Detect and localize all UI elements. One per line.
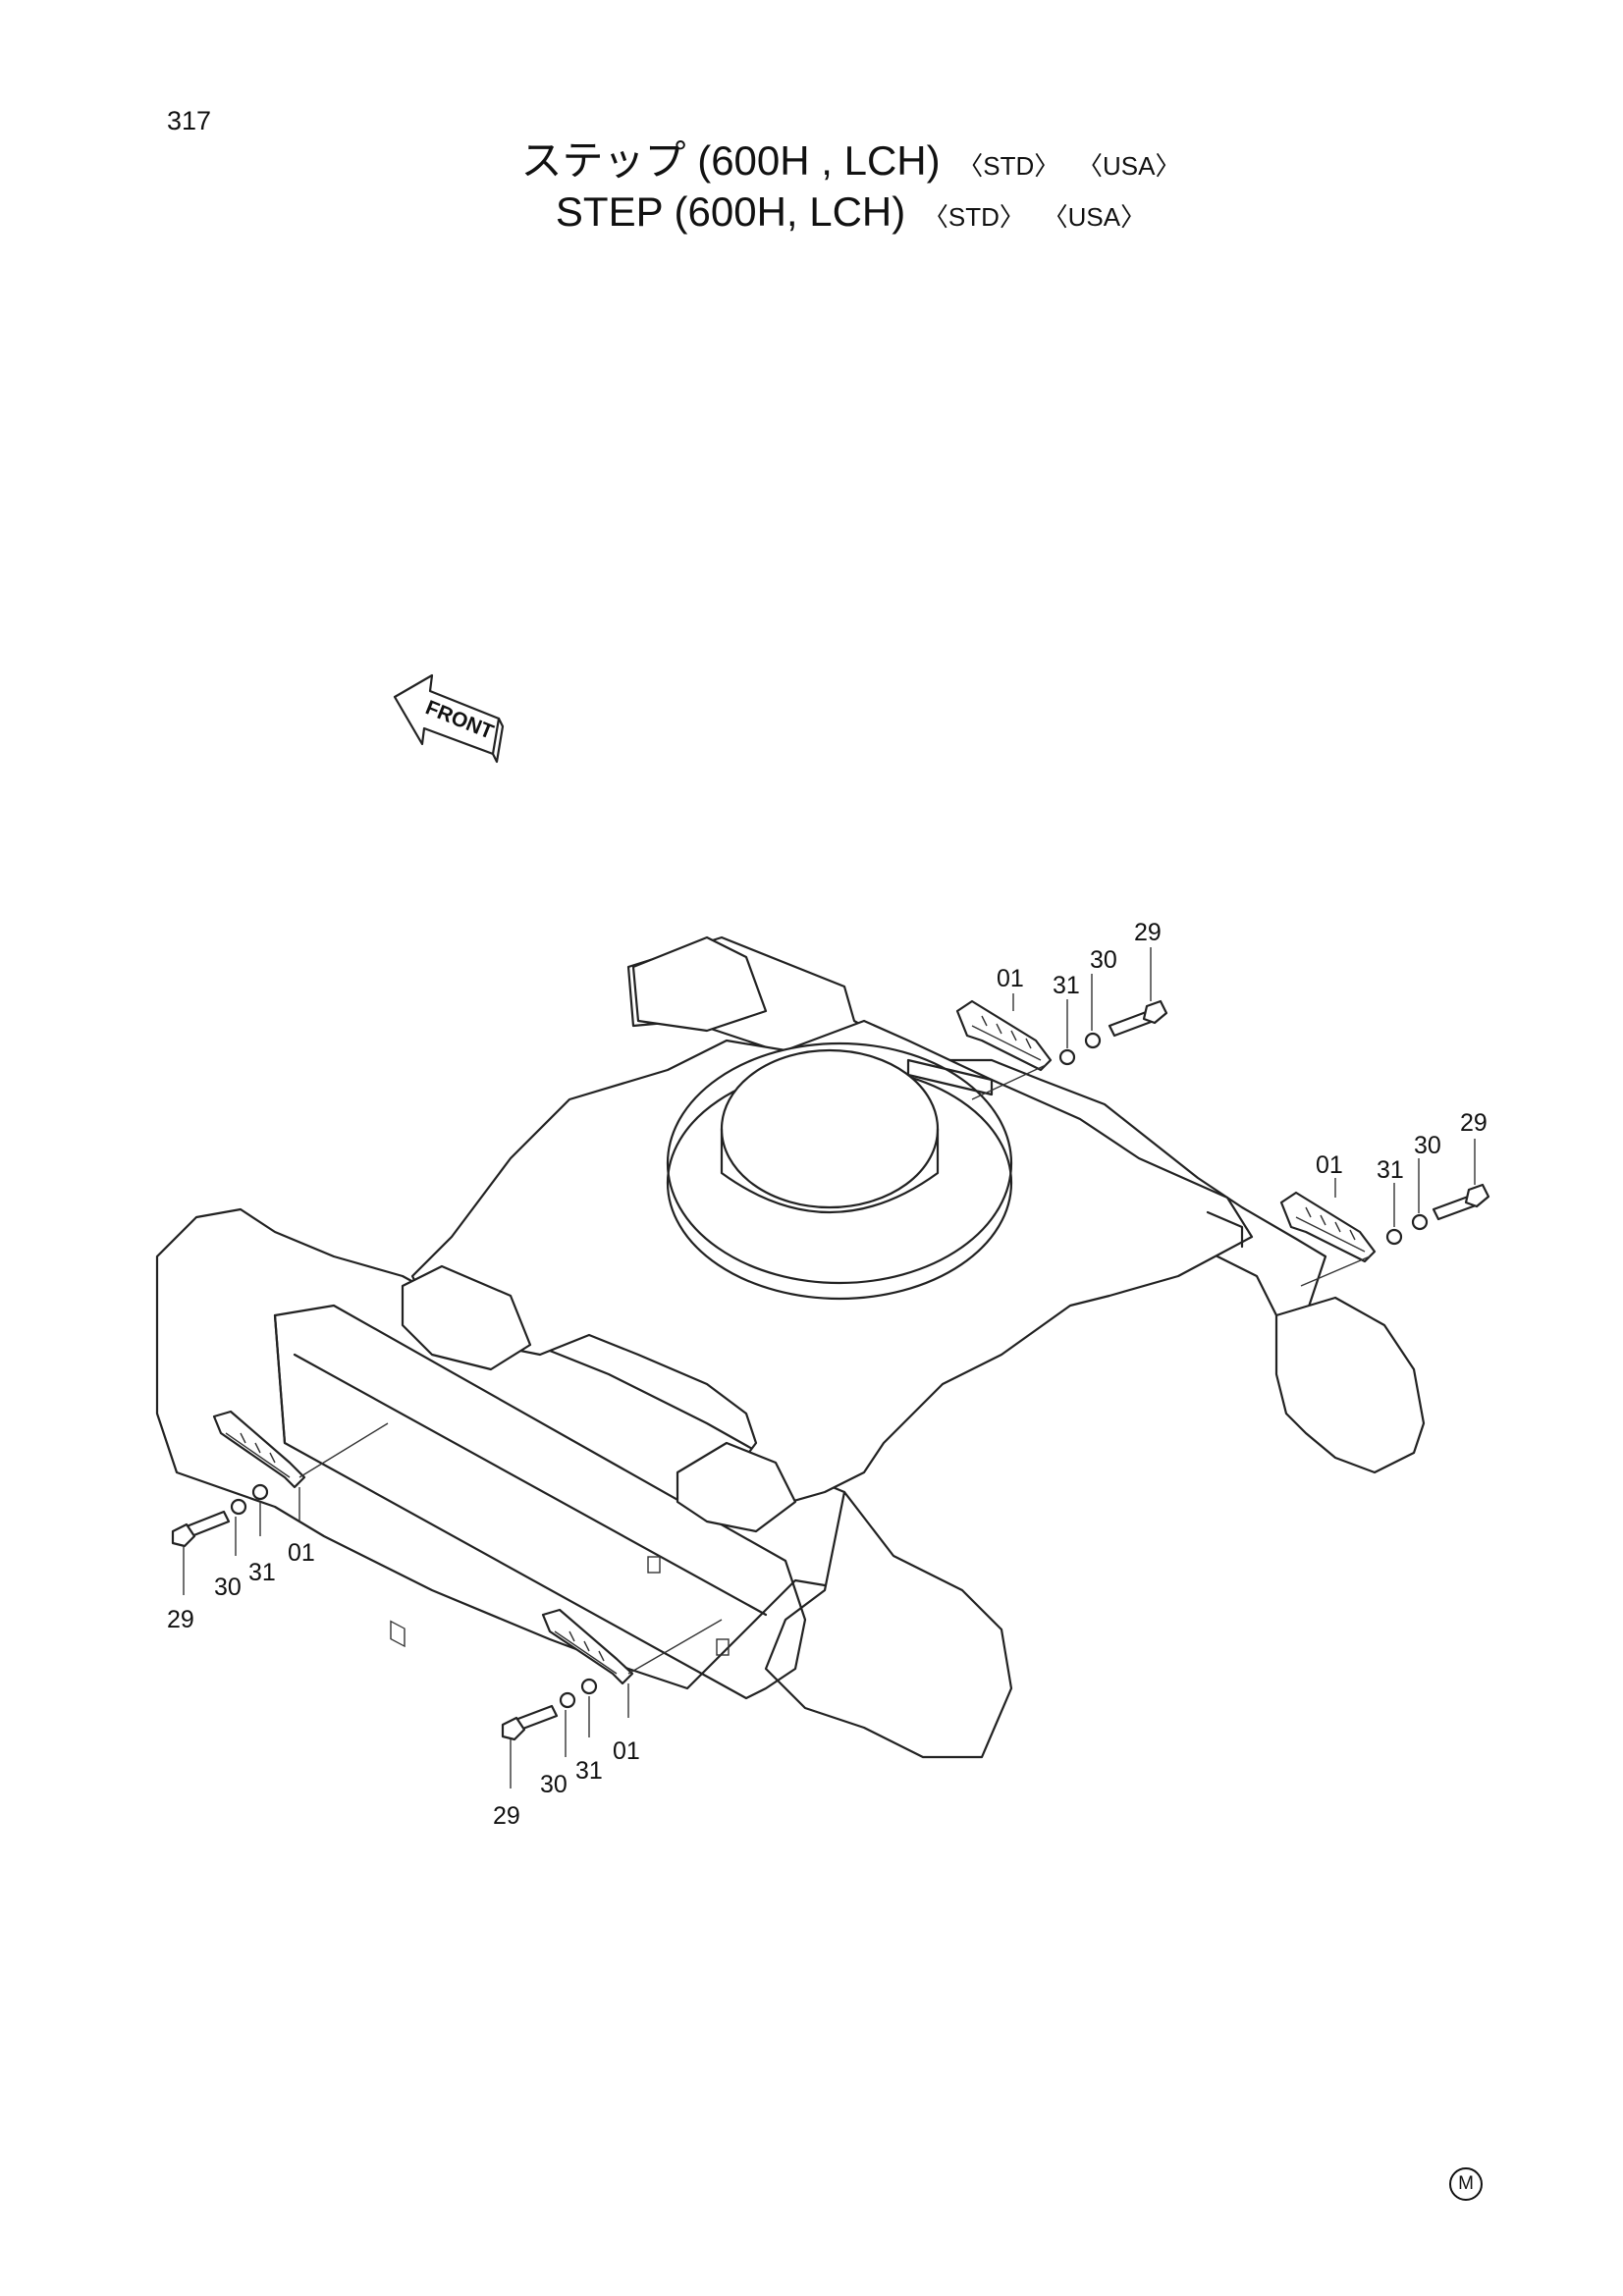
page-number: 317	[167, 106, 212, 135]
title-jp-text: ステップ (600H , LCH)	[520, 137, 941, 184]
std-tag: 〈STD〉	[922, 202, 1025, 232]
page-title-japanese: ステップ (600H , LCH) 〈STD〉 〈USA〉	[0, 128, 1623, 187]
callout-30: 30	[540, 1771, 568, 1798]
callout-29: 29	[1460, 1109, 1488, 1137]
step-bracket	[541, 1608, 634, 1685]
callout-01: 01	[1316, 1151, 1343, 1179]
step-bracket	[212, 1410, 306, 1489]
registered-mark-icon: M	[1449, 2167, 1483, 2201]
bolt-icon	[171, 1510, 231, 1548]
washer-icon	[1411, 1213, 1429, 1231]
callout-01: 01	[613, 1737, 640, 1765]
callout-31: 31	[575, 1757, 603, 1785]
washer-icon	[1084, 1032, 1102, 1049]
spring-washer-icon	[559, 1691, 576, 1709]
callout-01: 01	[997, 965, 1024, 992]
step-group-rear-left: 29 30 31 01	[167, 1410, 389, 1633]
bolt-icon	[501, 1704, 559, 1741]
washer-icon	[580, 1678, 598, 1695]
callout-01: 01	[288, 1539, 315, 1567]
callout-30: 30	[1414, 1132, 1441, 1159]
step-group-front-right: 01 31 30 29	[1279, 1109, 1490, 1287]
callout-30: 30	[214, 1574, 242, 1601]
callout-29: 29	[167, 1606, 194, 1633]
page-title-english: STEP (600H, LCH) 〈STD〉 〈USA〉	[0, 188, 1623, 236]
bolt-icon	[1108, 999, 1168, 1038]
usa-tag: 〈USA〉	[1076, 151, 1181, 181]
spring-washer-icon	[1385, 1228, 1403, 1246]
washer-icon	[251, 1483, 269, 1501]
std-tag: 〈STD〉	[957, 151, 1060, 181]
bolt-icon	[1432, 1183, 1490, 1221]
spring-washer-icon	[1058, 1048, 1076, 1066]
callout-29: 29	[493, 1802, 520, 1830]
callout-31: 31	[1377, 1156, 1404, 1184]
step-group-rear-right: 01 31 30 29	[955, 919, 1168, 1100]
callout-29: 29	[1134, 919, 1162, 946]
track-frame	[155, 935, 1426, 1759]
spring-washer-icon	[230, 1498, 247, 1516]
callout-31: 31	[248, 1559, 276, 1586]
title-en-text: STEP (600H, LCH)	[555, 188, 906, 235]
usa-tag: 〈USA〉	[1042, 202, 1147, 232]
callout-30: 30	[1090, 946, 1117, 974]
front-arrow-icon: FRONT	[393, 673, 505, 764]
callout-31: 31	[1053, 972, 1080, 999]
step-group-front-left: 29 30 31 01	[493, 1608, 723, 1830]
